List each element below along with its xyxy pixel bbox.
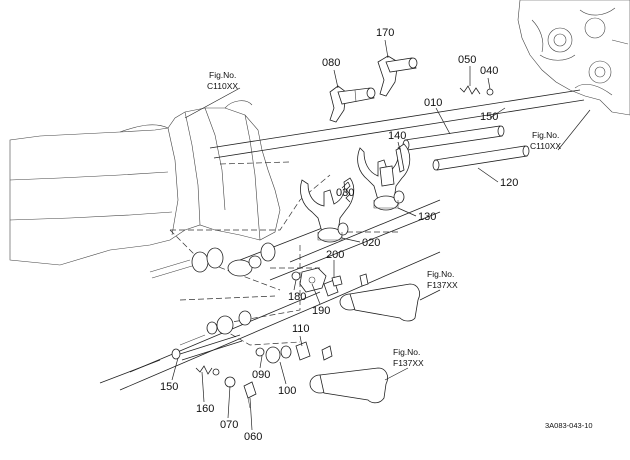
pin-140 — [395, 147, 405, 173]
lower-shaft-assembly — [255, 341, 388, 404]
label-170: 170 — [376, 27, 394, 39]
fig-ref-c110-right: Fig.No. C110XX — [530, 130, 561, 151]
fig-ref-f137-bottom: Fig.No. F137XX — [393, 347, 424, 368]
lower-left-parts — [171, 334, 257, 409]
fig-ref-c110-left-line2: C110XX — [207, 81, 238, 91]
transmission-case-outline — [9, 100, 281, 266]
fig-ref-f137-bottom-line2: F137XX — [393, 358, 424, 368]
fig-ref-f137-top-line1: Fig.No. — [427, 269, 454, 279]
label-150-lower: 150 — [160, 381, 178, 393]
label-090: 090 — [252, 369, 270, 381]
leader-lines — [171, 39, 591, 431]
fig-ref-c110-right-line1: Fig.No. — [532, 130, 559, 140]
label-080: 080 — [322, 57, 340, 69]
fig-ref-f137-top-line2: F137XX — [427, 280, 458, 290]
label-150-upper: 150 — [480, 111, 498, 123]
label-030: 030 — [336, 187, 354, 199]
label-160: 160 — [196, 403, 214, 415]
fig-ref-f137-bottom-line1: Fig.No. — [393, 347, 420, 357]
label-130: 130 — [418, 211, 436, 223]
fig-ref-c110-left: Fig.No. C110XX — [207, 70, 238, 91]
label-010: 010 — [424, 97, 442, 109]
label-060: 060 — [244, 431, 262, 443]
label-180: 180 — [288, 291, 306, 303]
label-140: 140 — [388, 130, 406, 142]
label-020: 020 — [362, 237, 380, 249]
inner-mechanism — [149, 242, 276, 346]
part-labels: 170 080 050 040 010 150 140 030 130 120 … — [160, 27, 518, 443]
right-housing-outline — [517, 0, 630, 116]
label-120: 120 — [500, 177, 518, 189]
label-050: 050 — [458, 54, 476, 66]
upper-shaft-assembly — [291, 267, 420, 322]
label-100: 100 — [278, 385, 296, 397]
shift-fork-020 — [300, 177, 355, 243]
fig-ref-f137-top: Fig.No. F137XX — [427, 269, 458, 290]
spring-050 — [459, 85, 494, 96]
fig-ref-c110-right-line2: C110XX — [530, 141, 561, 151]
shift-rods — [99, 89, 585, 391]
drawing-code: 3A083-043-10 — [545, 421, 593, 430]
label-110: 110 — [292, 323, 310, 335]
label-200: 200 — [326, 249, 344, 261]
shift-fork-130 — [357, 143, 411, 211]
fig-ref-c110-left-line1: Fig.No. — [209, 70, 236, 80]
label-040: 040 — [480, 65, 498, 77]
shift-lever-080 — [329, 85, 376, 123]
shift-lever-170 — [377, 55, 418, 97]
label-070: 070 — [220, 419, 238, 431]
label-190: 190 — [312, 305, 330, 317]
spring-030 — [345, 181, 351, 203]
